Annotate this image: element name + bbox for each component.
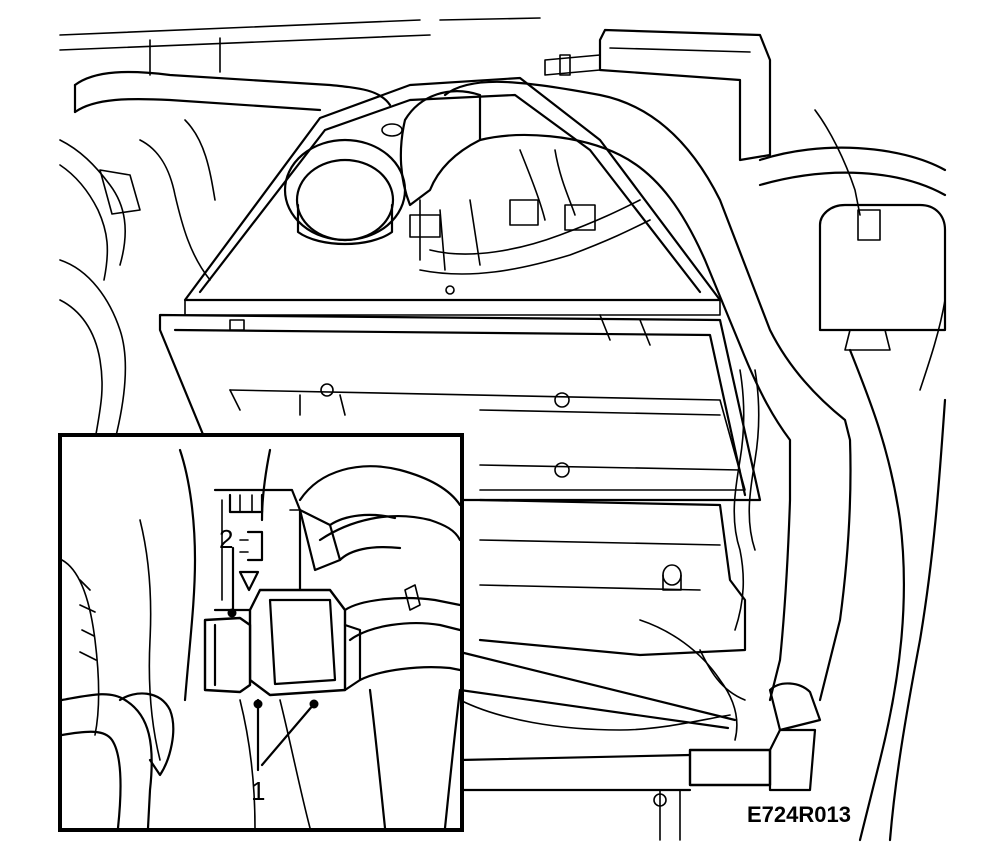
- engine-bay-background: [59, 17, 947, 842]
- figure-code: E724R013: [747, 802, 851, 827]
- callout-1-label: 1: [251, 776, 265, 806]
- callout-2-label: 2: [219, 524, 233, 554]
- detail-inset: 2 1: [58, 433, 464, 832]
